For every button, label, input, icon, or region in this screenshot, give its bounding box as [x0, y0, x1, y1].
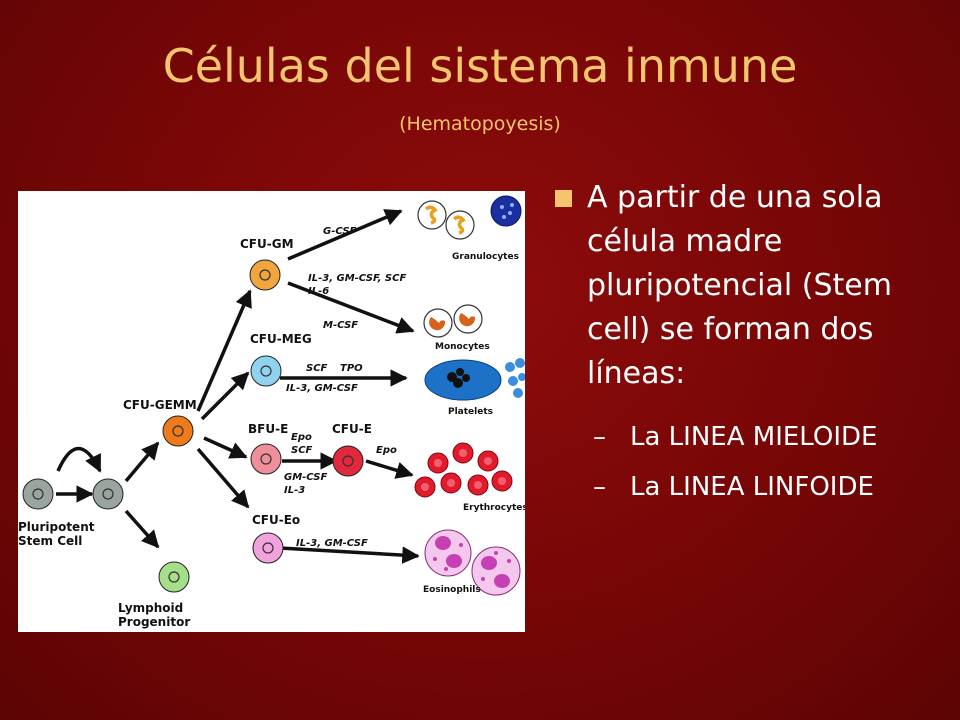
sub-bullet-mieloide: – La LINEA MIELOIDE	[555, 422, 955, 452]
cfu-meg-label: CFU-MEG	[250, 332, 312, 346]
arrow-gm-to-granulocytes	[287, 209, 403, 261]
stem-cell-2	[92, 478, 124, 510]
cfu-gemm-label: CFU-GEMM	[123, 398, 197, 412]
granulocytes-image	[417, 195, 522, 240]
arrow-gemm-to-eo	[196, 447, 250, 509]
bfu-e-label: BFU-E	[248, 422, 288, 436]
factor-epo-2: Epo	[376, 445, 397, 456]
cfu-eo-label: CFU-Eo	[252, 513, 300, 527]
arrow-gemm-to-gm	[196, 289, 252, 412]
sub-bullet-text: La LINEA LINFOIDE	[630, 472, 874, 502]
arrow-gemm-to-meg	[200, 371, 250, 421]
sub-bullet-linfoide: – La LINEA LINFOIDE	[555, 472, 955, 502]
factor-il6: IL-6	[308, 286, 329, 297]
svg-text:Lymphoid: Lymphoid	[118, 601, 183, 615]
factor-il3: IL-3	[284, 485, 305, 496]
svg-text:Pluripotent: Pluripotent	[18, 520, 95, 534]
bullet-list: A partir de una sola célula madre plurip…	[555, 176, 955, 522]
factor-il3-gmcsf-meg: IL-3, GM-CSF	[286, 383, 358, 394]
main-bullet-text: A partir de una sola célula madre plurip…	[587, 180, 892, 391]
factor-gm-csf: GM-CSF	[284, 472, 327, 483]
erythrocytes-image	[414, 442, 513, 498]
factor-scf-meg: SCF	[306, 363, 328, 374]
platelets-image	[424, 358, 525, 401]
factor-epo-1: Epo	[291, 432, 312, 443]
main-bullet: A partir de una sola célula madre plurip…	[555, 176, 955, 396]
dash-icon: –	[593, 422, 606, 452]
arrow-stem-to-gemm	[124, 441, 160, 483]
factor-il3-gmcsf-eo: IL-3, GM-CSF	[296, 538, 368, 549]
bullet-square-icon	[555, 190, 572, 207]
erythrocytes-label: Erythrocytes	[463, 503, 525, 513]
factor-il3-gm-scf: IL-3, GM-CSF, SCF	[308, 273, 406, 284]
arrow-gm-to-monocytes	[287, 281, 415, 334]
lymphoid-cell	[158, 561, 190, 593]
platelets-label: Platelets	[448, 407, 493, 417]
sub-bullet-text: La LINEA MIELOIDE	[630, 422, 878, 452]
arrow-gemm-to-bfue	[203, 436, 248, 459]
cfu-e-label: CFU-E	[332, 422, 372, 436]
factor-tpo: TPO	[340, 363, 363, 374]
cfu-meg-cell	[250, 355, 282, 387]
sub-bullet-list: – La LINEA MIELOIDE – La LINEA LINFOIDE	[555, 422, 955, 502]
eosinophils-image	[424, 529, 521, 596]
eosinophils-label: Eosinophils	[423, 585, 481, 595]
slide-subtitle: (Hematopoyesis)	[399, 113, 561, 135]
stem-cell-label: Pluripotent Stem Cell	[18, 520, 95, 548]
cfu-gm-label: CFU-GM	[240, 237, 294, 251]
cfu-gemm-cell	[162, 415, 194, 447]
hematopoiesis-diagram: Pluripotent Stem Cell Lymphoid Progenito…	[18, 191, 525, 632]
factor-scf-bfue: SCF	[291, 445, 313, 456]
arrow-stem-to-lymphoid	[124, 509, 160, 549]
factor-g-csf: G-CSF	[323, 226, 357, 237]
cfu-eo-cell	[252, 532, 284, 564]
arrows	[56, 209, 420, 564]
lymphoid-progenitor-label: Lymphoid Progenitor	[118, 601, 190, 629]
cfu-e-cell	[332, 445, 364, 477]
monocytes-label: Monocytes	[435, 342, 490, 352]
arrow-cfue-to-erythrocytes	[365, 459, 414, 479]
stem-cell-1	[22, 478, 54, 510]
monocytes-image	[423, 304, 483, 338]
svg-text:Stem Cell: Stem Cell	[18, 534, 82, 548]
self-renewal-arrow	[56, 447, 102, 473]
arrow-eo-to-eosinophils	[279, 546, 420, 564]
factor-m-csf: M-CSF	[323, 320, 358, 331]
bfu-e-cell	[250, 443, 282, 475]
cfu-gm-cell	[249, 259, 281, 291]
dash-icon: –	[593, 472, 606, 502]
slide-title: Células del sistema inmune	[162, 39, 798, 93]
granulocytes-label: Granulocytes	[452, 252, 519, 262]
svg-text:Progenitor: Progenitor	[118, 615, 190, 629]
